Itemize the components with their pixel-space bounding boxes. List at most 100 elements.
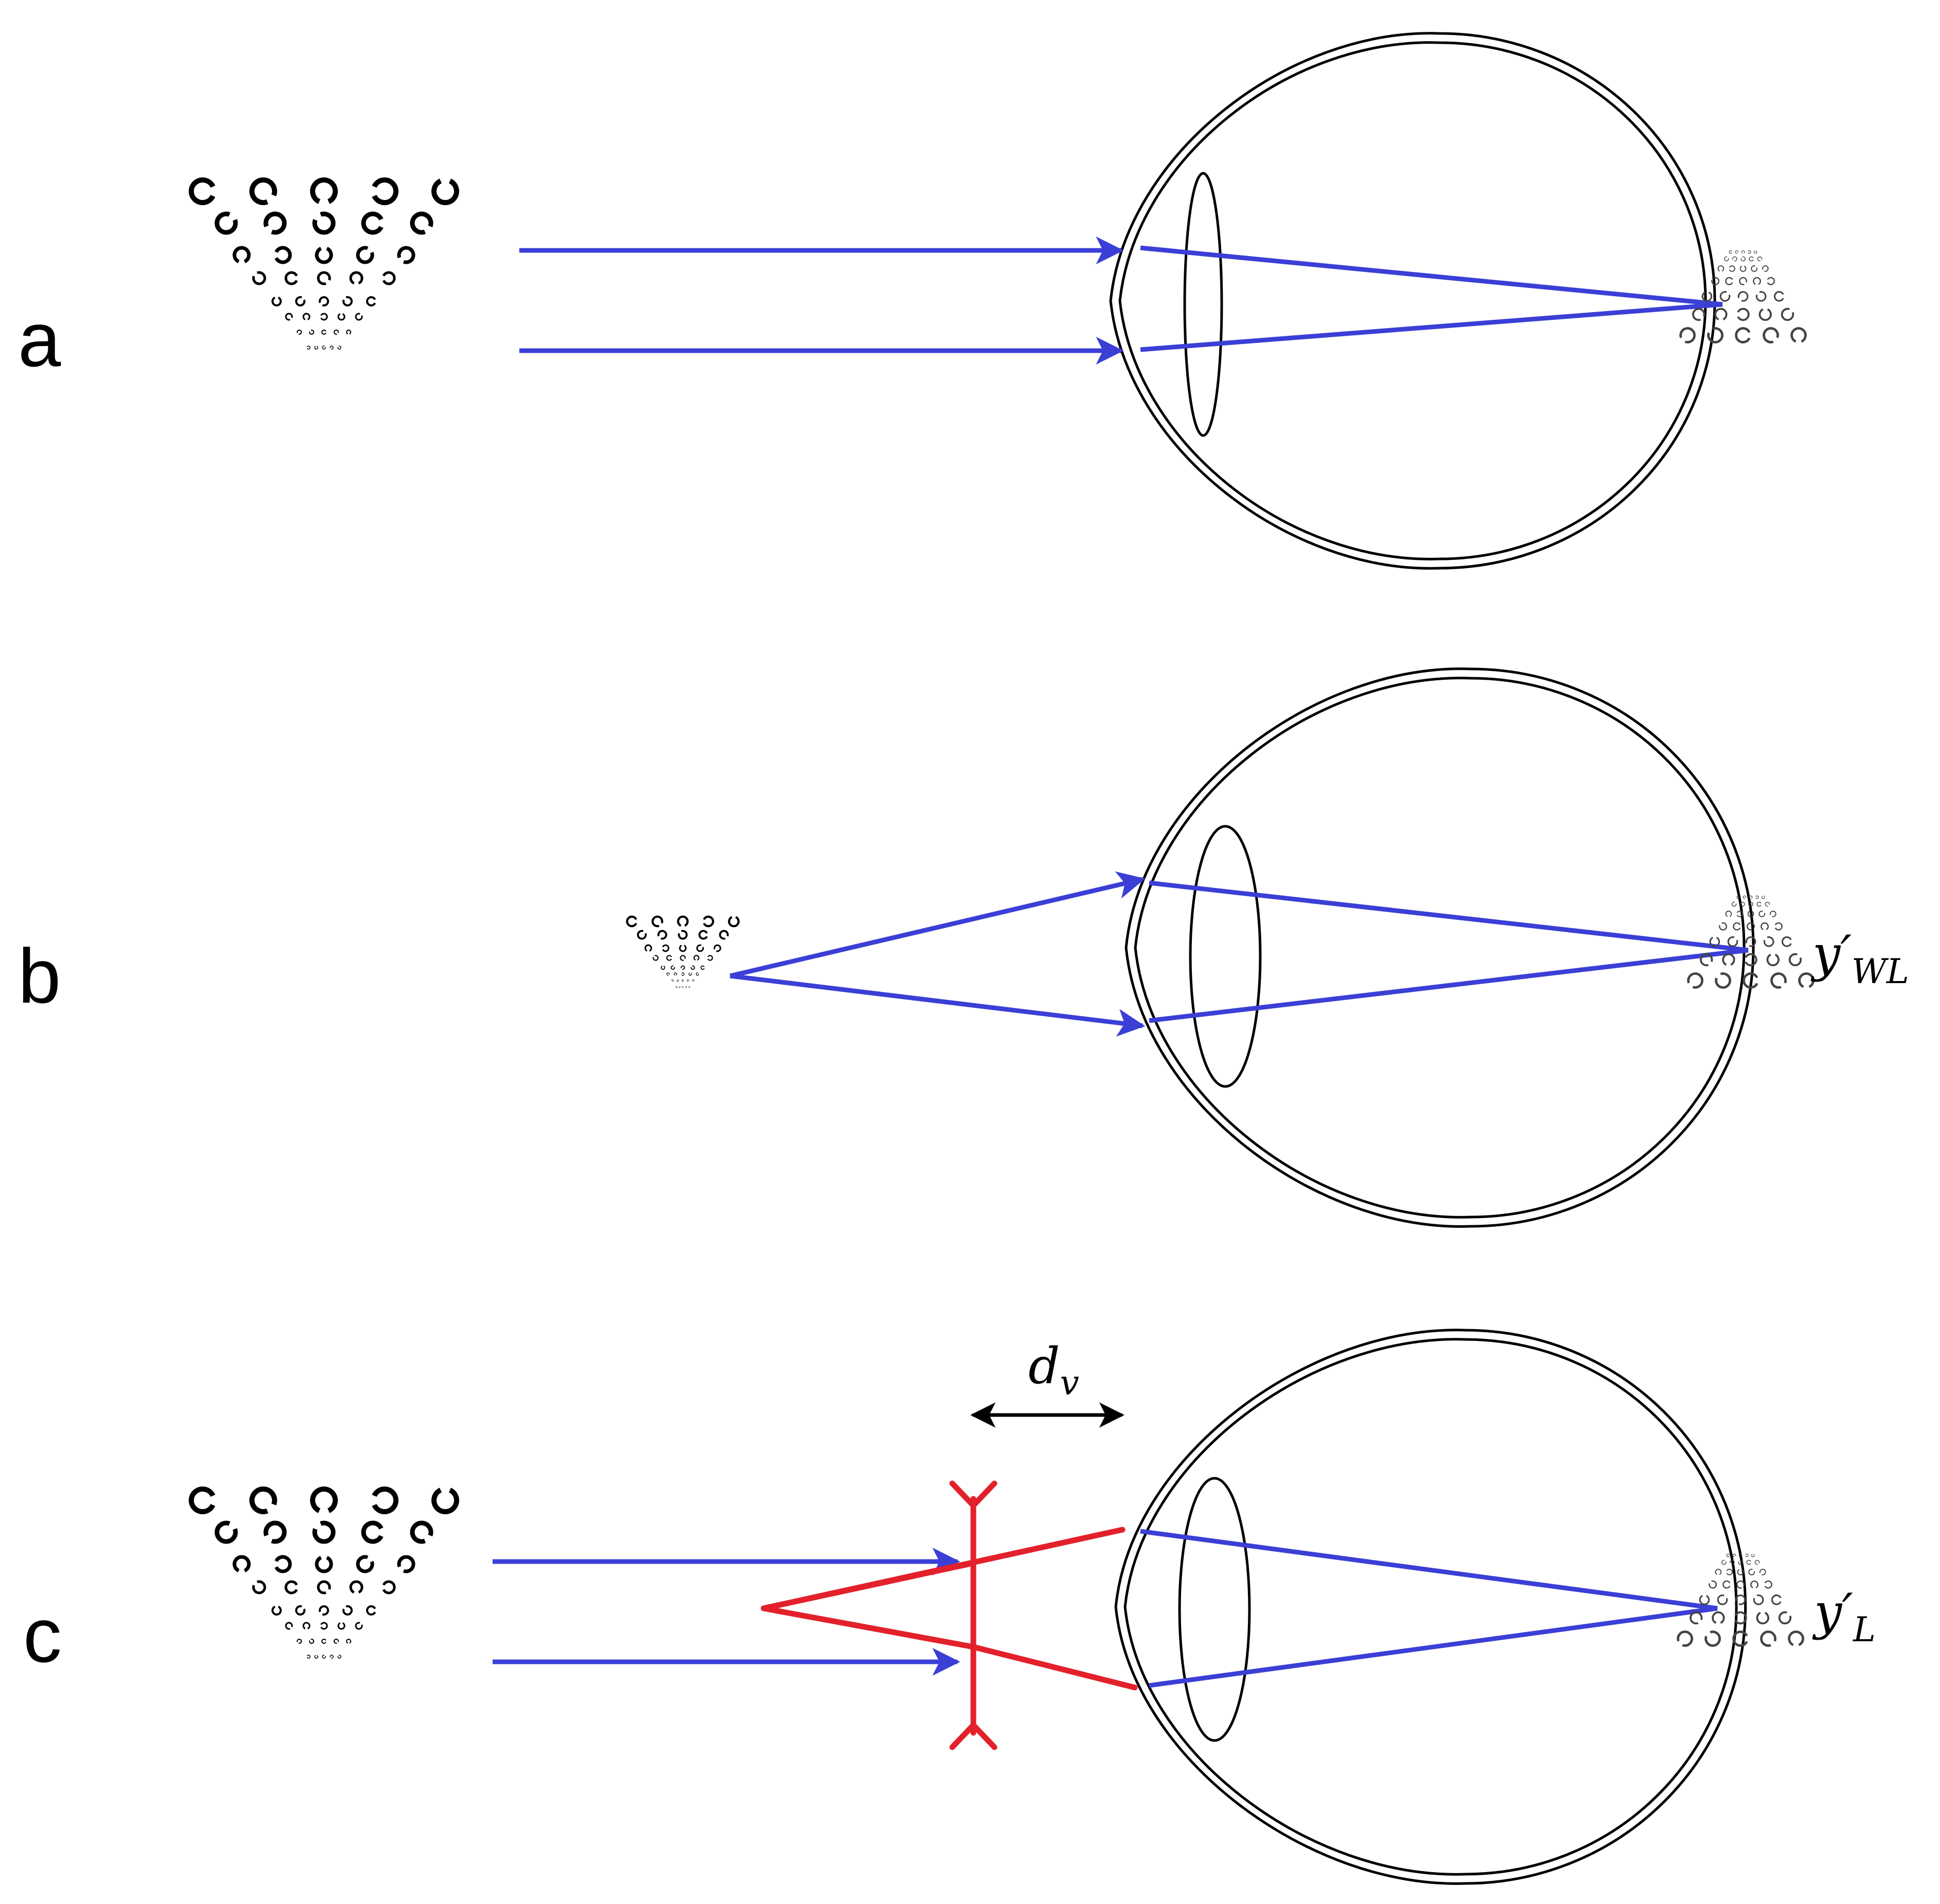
diverging-ray-top	[729, 871, 1146, 978]
landolt-c-icon	[309, 330, 315, 335]
landolt-c-icon	[1754, 250, 1757, 254]
landolt-c-icon	[1753, 1594, 1764, 1605]
landolt-c-icon	[355, 313, 363, 321]
refracted-ray-bottom	[1149, 1606, 1718, 1688]
optotype-chart-c	[189, 1486, 459, 1659]
landolt-c-icon	[703, 915, 714, 928]
panel-b: b y′WL	[18, 667, 1909, 1228]
landolt-c-icon	[397, 1555, 415, 1573]
landolt-c-icon	[214, 1520, 238, 1544]
landolt-c-icon	[346, 1639, 351, 1644]
landolt-c-icon	[1759, 1569, 1766, 1575]
landolt-c-icon	[1747, 922, 1755, 931]
landolt-c-icon	[674, 972, 677, 976]
landolt-c-icon	[692, 980, 695, 982]
landolt-c-icon	[320, 313, 328, 321]
landolt-c-icon	[719, 930, 729, 940]
landolt-c-icon	[1705, 1630, 1721, 1647]
landolt-c-icon	[666, 955, 672, 961]
landolt-c-icon	[1731, 901, 1737, 907]
landolt-c-icon	[1755, 291, 1767, 302]
landolt-c-icon	[1699, 953, 1713, 967]
landolt-c-icon	[1709, 937, 1720, 947]
landolt-c-icon	[214, 211, 238, 235]
landolt-c-icon	[337, 1622, 346, 1630]
landolt-c-icon	[1719, 922, 1727, 931]
landolt-c-icon	[321, 1639, 327, 1644]
label-sub: v	[1060, 1363, 1079, 1403]
landolt-c-icon	[1736, 911, 1743, 917]
landolt-c-icon	[1788, 1630, 1804, 1646]
landolt-c-icon	[1721, 1560, 1727, 1565]
landolt-c-icon	[1687, 972, 1703, 989]
landolt-c-icon	[1722, 953, 1735, 966]
rays-a	[519, 237, 1723, 365]
landolt-c-icon	[1770, 972, 1787, 989]
landolt-c-icon	[662, 944, 669, 952]
landolt-c-icon	[315, 1556, 333, 1573]
landolt-c-icon	[677, 915, 689, 927]
landolt-c-icon	[1692, 307, 1706, 321]
landolt-c-icon	[372, 1486, 398, 1514]
landolt-c-icon	[356, 246, 374, 264]
landolt-c-icon	[312, 211, 336, 235]
landolt-c-icon	[249, 177, 277, 205]
landolt-c-icon	[1781, 307, 1794, 321]
landolt-c-icon	[232, 1555, 251, 1572]
landolt-c-icon	[1773, 291, 1784, 302]
landolt-c-icon	[1748, 1569, 1755, 1575]
landolt-c-icon	[682, 986, 684, 988]
diverged-rays	[760, 1527, 1138, 1691]
landolt-c-icon	[1745, 1553, 1749, 1557]
landolt-c-icon	[275, 246, 292, 264]
landolt-c-icon	[349, 1580, 364, 1594]
refracted-ray-bottom	[1149, 948, 1749, 1023]
vertex-distance-label: dv	[1028, 1337, 1079, 1403]
landolt-c-icon	[189, 177, 215, 205]
landolt-c-icon	[671, 979, 674, 982]
panel-b-letter: b	[18, 933, 61, 1019]
landolt-c-icon	[688, 986, 691, 988]
landolt-c-icon	[1758, 911, 1765, 917]
landolt-c-icon	[685, 986, 687, 988]
panel-a: a	[18, 32, 1807, 570]
crystalline-lens	[1183, 172, 1223, 437]
crystalline-lens	[1189, 825, 1262, 1088]
landolt-c-icon	[337, 313, 346, 321]
landolt-c-icon	[1760, 1630, 1776, 1647]
label-sub: WL	[1852, 952, 1909, 991]
landolt-c-icon	[1739, 277, 1747, 285]
landolt-c-icon	[1767, 277, 1775, 285]
landolt-c-icon	[675, 986, 677, 988]
landolt-c-icon	[1790, 327, 1807, 343]
landolt-c-icon	[1725, 277, 1733, 285]
landolt-c-icon	[1732, 256, 1737, 262]
landolt-c-icon	[1747, 911, 1754, 917]
landolt-c-icon	[1762, 265, 1769, 272]
landolt-c-icon	[680, 955, 686, 961]
landolt-c-icon	[317, 271, 331, 285]
landolt-c-icon	[346, 330, 351, 335]
panel-c-letter: c	[23, 1592, 62, 1678]
landolt-c-icon	[1679, 327, 1696, 343]
landolt-c-icon	[1714, 307, 1728, 321]
landolt-c-icon	[1729, 250, 1732, 254]
landolt-c-icon	[382, 271, 396, 285]
landolt-c-icon	[366, 296, 376, 306]
landolt-c-icon	[1769, 911, 1776, 917]
landolt-c-icon	[382, 1580, 396, 1594]
retinal-image-b	[1687, 895, 1815, 989]
landolt-c-icon	[652, 955, 659, 961]
eyeball-outer-outline	[1109, 32, 1716, 570]
landolt-c-icon	[1736, 895, 1740, 899]
landolt-c-icon	[1717, 265, 1725, 272]
landolt-c-icon	[1699, 1595, 1710, 1605]
landolt-c-icon	[680, 965, 685, 970]
landolt-c-icon	[1732, 1630, 1748, 1647]
refracted-ray-top	[1140, 245, 1723, 307]
landolt-c-icon	[1748, 901, 1753, 907]
landolt-c-icon	[644, 944, 652, 952]
landolt-c-icon	[696, 944, 704, 952]
label-main: y′	[1810, 925, 1852, 983]
landolt-c-icon	[1730, 1560, 1735, 1565]
